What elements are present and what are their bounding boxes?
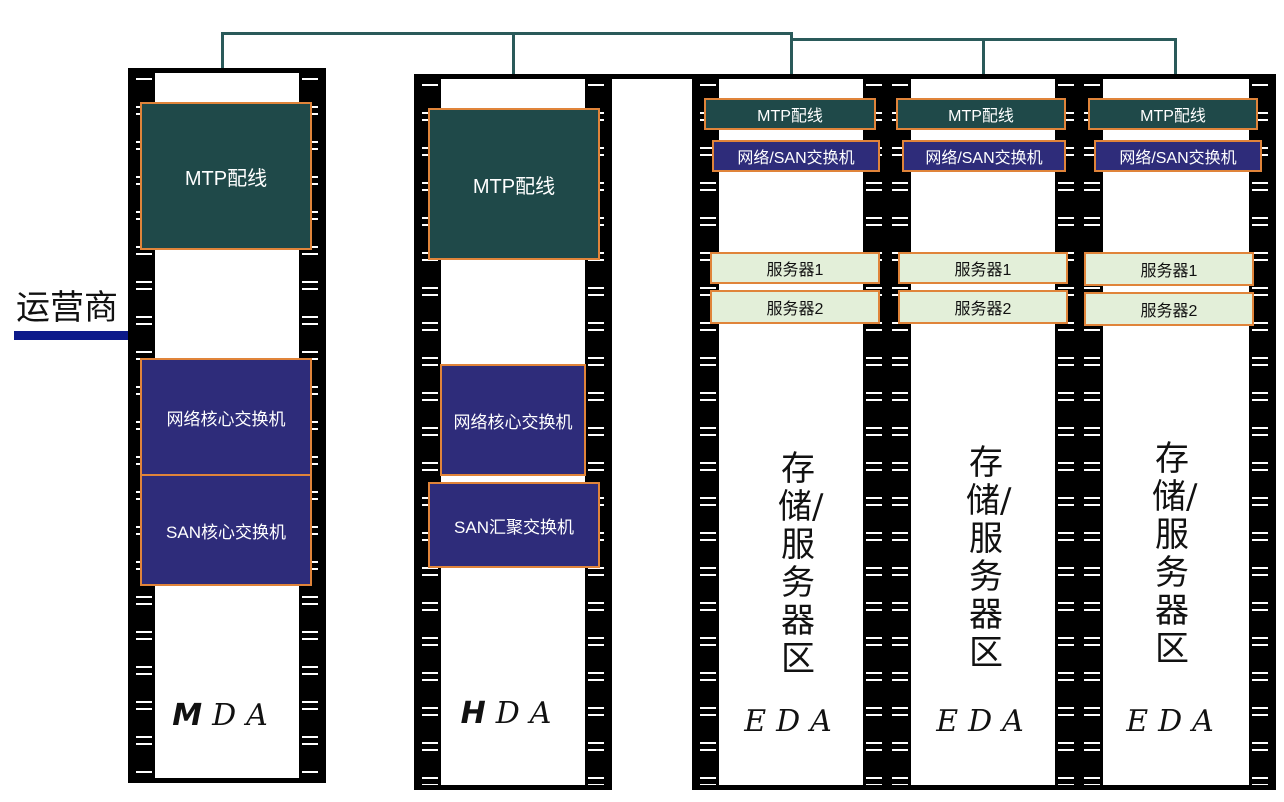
eda1-label: EDA <box>744 704 842 739</box>
mda-label: MDA <box>150 698 300 733</box>
eda1-server-1: 服务器1 <box>710 252 880 284</box>
eda1-server-2: 服务器2 <box>710 290 880 324</box>
eda1-rack <box>692 74 890 790</box>
eda1-rail-left <box>697 79 719 785</box>
eda2-zone-label: 存储/服务器区 <box>966 443 1012 673</box>
eda1-san-switch: 网络/SAN交换机 <box>712 140 880 172</box>
hda-san-agg-switch: SAN汇聚交换机 <box>428 482 600 568</box>
eda3-server-1: 服务器1 <box>1084 252 1254 286</box>
hda-core-switch: 网络核心交换机 <box>440 364 586 476</box>
mda-label-bold: M <box>172 698 213 733</box>
eda2-mtp-panel: MTP配线 <box>896 98 1066 130</box>
hda-label-bold: H <box>460 696 496 731</box>
cable-eda1-up <box>790 32 793 98</box>
eda3-rail-left <box>1081 79 1103 785</box>
eda3-label: EDA <box>1126 704 1224 739</box>
cable-hda-up <box>512 34 515 110</box>
cable-eda2-up <box>982 38 985 98</box>
mda-core-switch: 网络核心交换机 <box>140 358 312 476</box>
mda-label-rest: DA <box>212 698 278 733</box>
eda2-server-2: 服务器2 <box>898 290 1068 324</box>
cable-top-horizontal <box>221 32 793 35</box>
carrier-line <box>14 331 148 340</box>
eda3-rail-right <box>1249 79 1271 785</box>
mda-mtp-panel: MTP配线 <box>140 102 312 250</box>
hda-label-rest: DA <box>495 696 562 731</box>
eda2-rail-left <box>889 79 911 785</box>
eda3-server-2: 服务器2 <box>1084 292 1254 326</box>
eda2-rail-right <box>1055 79 1077 785</box>
eda2-san-switch: 网络/SAN交换机 <box>902 140 1066 172</box>
eda1-mtp-panel: MTP配线 <box>704 98 876 130</box>
eda3-zone-label: 存储/服务器区 <box>1152 439 1198 669</box>
eda1-rail-right <box>863 79 885 785</box>
carrier-label: 运营商 <box>16 288 118 328</box>
eda2-server-1: 服务器1 <box>898 252 1068 284</box>
eda2-label: EDA <box>936 704 1034 739</box>
eda1-zone-label: 存储/服务器区 <box>778 449 824 679</box>
cable-eda3-up <box>1174 38 1177 98</box>
hda-mtp-panel: MTP配线 <box>428 108 600 260</box>
eda3-rack <box>1076 74 1276 790</box>
eda3-san-switch: 网络/SAN交换机 <box>1094 140 1262 172</box>
hda-label: HDA <box>436 696 586 731</box>
eda2-rack <box>884 74 1082 790</box>
eda-top-bar <box>582 74 698 79</box>
eda3-mtp-panel: MTP配线 <box>1088 98 1258 130</box>
mda-san-core-switch: SAN核心交换机 <box>140 474 312 586</box>
